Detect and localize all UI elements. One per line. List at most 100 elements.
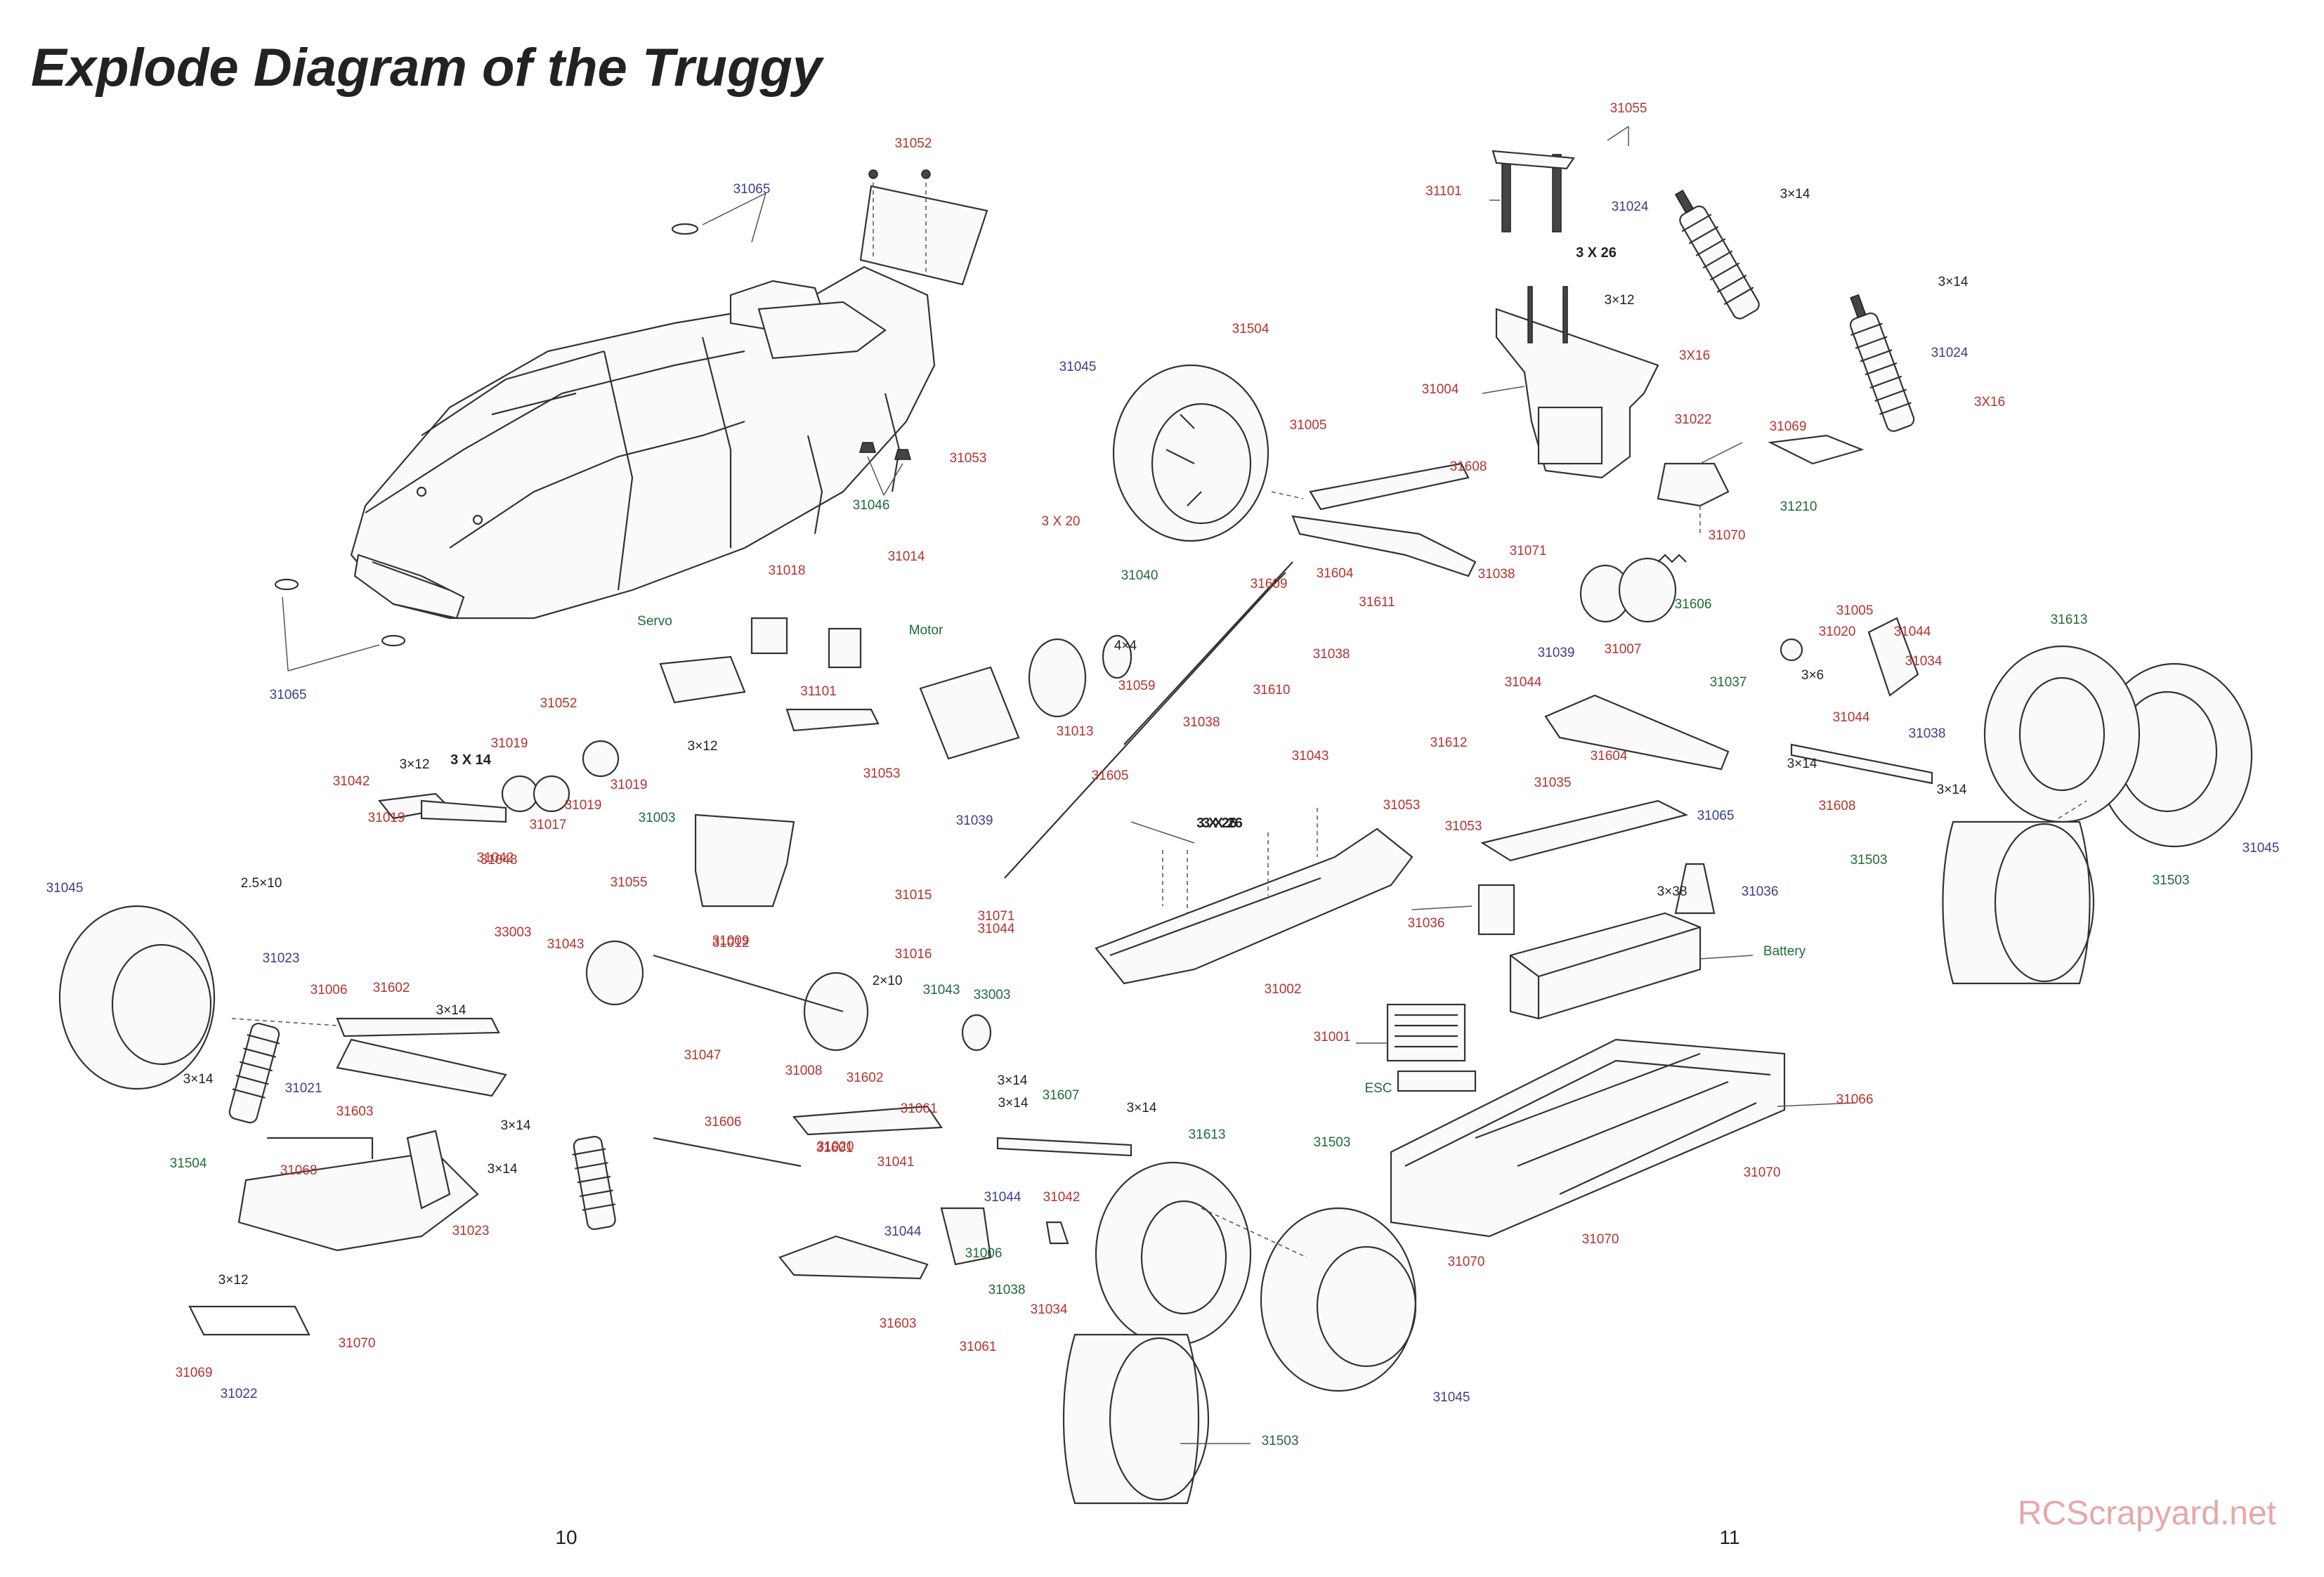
- callout-label: 31021: [285, 1081, 322, 1096]
- callout-label: 31603: [880, 1316, 917, 1331]
- center-chassis: [1095, 808, 1414, 985]
- callout-label: 3×14: [501, 1118, 531, 1133]
- callout-label: 3 X 26: [1576, 245, 1617, 261]
- callout-label: 3×12: [218, 1273, 249, 1288]
- front-shock: [228, 1022, 616, 1231]
- callout-label: 31013: [1057, 724, 1094, 739]
- callout-label: 31007: [1605, 642, 1642, 657]
- wheel-front-right-top: [1112, 364, 1269, 542]
- callout-label: 31602: [373, 981, 410, 995]
- callout-label: 31061: [960, 1340, 997, 1354]
- callout-label: 3×12: [688, 739, 718, 754]
- callout-label: 31053: [863, 766, 901, 781]
- rear-arm-upper: [1291, 462, 1477, 577]
- callout-label: 31608: [1450, 459, 1487, 474]
- callout-label: 3×6: [1801, 668, 1824, 683]
- callout-label: 31036: [1742, 884, 1779, 899]
- rear-shock-right: [1849, 294, 1915, 432]
- callout-label: 2×10: [873, 974, 903, 988]
- callout-label: 31044: [1894, 624, 1931, 639]
- front-steering: [377, 740, 620, 823]
- callout-labels: 310523106531046310653105531101310243×143…: [46, 101, 2280, 1448]
- callout-label: 31008: [785, 1064, 823, 1078]
- callout-label: 31065: [733, 182, 771, 197]
- callout-label: 31070: [339, 1336, 376, 1351]
- wing-plate: [859, 169, 988, 286]
- callout-label: 31004: [1422, 382, 1459, 397]
- chassis-plate: [1390, 1038, 1786, 1238]
- callout-label: 31613: [2051, 613, 2088, 627]
- callout-label: 31606: [1675, 597, 1712, 612]
- callout-label: 31602: [847, 1071, 884, 1085]
- callout-label: 31068: [280, 1163, 318, 1178]
- center-driveshaft: [1004, 561, 1293, 879]
- callout-label: Motor: [909, 623, 944, 638]
- callout-label: 33003: [495, 925, 532, 940]
- page-number-left: 10: [555, 1526, 577, 1548]
- wheel-front-left: [58, 905, 216, 1090]
- rear-differential: [1579, 554, 1687, 623]
- callout-label: 31101: [800, 684, 836, 699]
- callout-label: 31036: [1408, 916, 1445, 931]
- callout-label: 31043: [547, 937, 585, 952]
- callout-label: 3×14: [1938, 275, 1969, 289]
- callout-label: 31612: [1430, 735, 1468, 750]
- callout-label: 31044: [1505, 675, 1542, 690]
- callout-label: ESC: [1364, 1081, 1392, 1096]
- callout-label: 3X16: [1679, 348, 1710, 363]
- callout-label: 31046: [853, 498, 890, 513]
- callout-label: 31059: [1118, 679, 1156, 693]
- callout-label: 31048: [481, 853, 518, 868]
- callout-label: 31042: [477, 851, 514, 865]
- callout-label: Servo: [637, 614, 672, 629]
- callout-label: 31503: [1850, 853, 1888, 868]
- callout-label: 31038: [1909, 726, 1946, 741]
- callout-label: 31001: [1314, 1030, 1351, 1045]
- watermark: RCScrapyard.net: [2018, 1495, 2276, 1532]
- callout-label: 31604: [1591, 749, 1628, 764]
- callout-label: 3 X 20: [1042, 514, 1081, 529]
- callout-label: 31018: [769, 563, 806, 578]
- rear-hub-carrier: [1780, 617, 1919, 697]
- callout-label: 31070: [1744, 1165, 1781, 1180]
- callout-label: 31039: [956, 813, 993, 828]
- servo: [659, 617, 862, 704]
- callout-label: 31038: [1183, 715, 1220, 730]
- callout-label: 31610: [1253, 683, 1291, 698]
- callout-label: 31037: [1710, 675, 1747, 690]
- callout-label: 31053: [950, 451, 987, 466]
- callout-label: 31016: [895, 947, 932, 962]
- callout-label: 31606: [705, 1115, 742, 1130]
- callout-label: 3 X 26: [1196, 816, 1237, 831]
- callout-label: 31022: [1675, 412, 1712, 427]
- callout-label: 31069: [176, 1366, 213, 1380]
- callout-label: 31024: [1931, 346, 1969, 360]
- callout-label: 31006: [965, 1246, 1003, 1261]
- callout-label: 3X16: [1974, 395, 2005, 410]
- front-skid-bars: [188, 1137, 374, 1336]
- callout-label: 3×38: [1657, 884, 1687, 899]
- page-title: Explode Diagram of the Truggy: [31, 38, 825, 98]
- callout-label: 3×14: [998, 1073, 1028, 1088]
- callout-label: 31044: [1833, 710, 1870, 725]
- callout-label: 2.5×10: [241, 876, 282, 891]
- callout-label: 31019: [368, 811, 405, 825]
- callout-label: 31504: [1232, 322, 1269, 336]
- callout-label: 31101: [1425, 184, 1461, 199]
- wheel-rear-right: [1983, 645, 2253, 848]
- front-shock-tower: [694, 708, 880, 908]
- body-clips: [274, 192, 911, 672]
- callout-label: 31055: [611, 875, 648, 890]
- callout-label: 31503: [1262, 1434, 1299, 1448]
- callout-label: 31042: [1043, 1190, 1081, 1205]
- callout-label: 31042: [333, 774, 370, 789]
- callout-label: 31038: [988, 1283, 1026, 1297]
- battery-pack: [1509, 912, 1702, 1020]
- callout-label: 31044: [978, 922, 1015, 936]
- callout-label: 31019: [565, 798, 602, 813]
- callout-label: 31069: [1770, 419, 1807, 434]
- front-differential: [585, 940, 992, 1052]
- motor: [919, 634, 1132, 760]
- callout-label: 3×14: [1937, 783, 1967, 797]
